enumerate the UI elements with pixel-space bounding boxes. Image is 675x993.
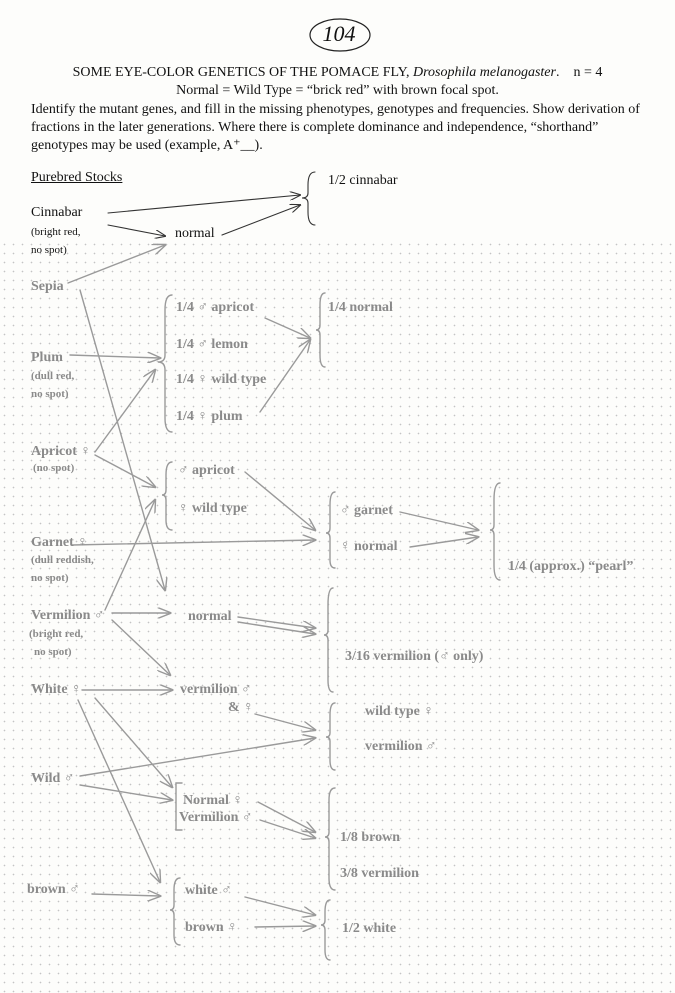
cross3-f1: ♀ wild type	[178, 501, 247, 516]
stock-vermilion: Vermilion ♂	[31, 608, 105, 623]
cross4-f2: 3/16 vermilion (♂ only)	[345, 649, 484, 664]
stock-cinnabar: Cinnabar	[31, 205, 83, 220]
cross2-f2: 1/4 normal	[328, 300, 393, 315]
cross3-f1: ♂ apricot	[178, 463, 235, 478]
chromosome-number: n = 4	[573, 65, 603, 80]
section-heading: Purebred Stocks	[31, 170, 123, 185]
cross6-f1: Vermilion ♂	[179, 810, 253, 825]
cross2-f1: 1/4 ♀ wild type	[176, 372, 267, 387]
title-suffix: .	[555, 65, 560, 80]
title-text: SOME EYE-COLOR GENETICS OF THE POMACE FL…	[72, 65, 413, 80]
page-number: 104	[322, 21, 356, 46]
document-subtitle: Normal = Wild Type = “brick red” with br…	[176, 83, 499, 98]
cross7-f2: 1/2 white	[342, 921, 397, 936]
cross3-f2: ♀ normal	[340, 539, 398, 554]
stock-garnet-desc: (dull reddish,	[31, 554, 94, 566]
stock-garnet: Garnet ♀	[31, 535, 88, 550]
title-species: Drosophila melanogaster	[412, 65, 556, 80]
stock-apricot: Apricot ♀	[31, 444, 91, 459]
cross6-f1: Normal ♀	[183, 793, 243, 808]
stock-cinnabar-desc: (bright red,	[31, 226, 81, 238]
cross5-f1: vermilion ♂	[180, 682, 252, 697]
cross6-f2: 3/8 vermilion	[340, 866, 419, 881]
cross4-f1: normal	[188, 609, 232, 624]
stock-sepia: Sepia	[31, 279, 64, 294]
stock-vermilion-desc: no spot)	[34, 646, 72, 658]
cross2-f1: 1/4 ♂ apricot	[176, 300, 255, 315]
cross3-f2: ♂ garnet	[340, 503, 393, 518]
cross2-f1: 1/4 ♀ plum	[176, 409, 243, 424]
stock-vermilion-desc: (bright red,	[29, 628, 84, 640]
cross5-f1: & ♀	[228, 700, 254, 715]
document-title: SOME EYE-COLOR GENETICS OF THE POMACE FL…	[0, 64, 675, 81]
stock-garnet-desc: no spot)	[31, 572, 69, 584]
cross6-f2: 1/8 brown	[340, 830, 401, 845]
stock-plum: Plum	[31, 350, 63, 365]
stock-apricot-desc: (no spot)	[33, 462, 75, 474]
instructions: Identify the mutant genes, and fill in t…	[31, 102, 640, 153]
graph-paper-background	[0, 240, 675, 993]
cross3-f3: 1/4 (approx.) “pearl”	[508, 559, 634, 574]
stock-plum-desc: (dull red,	[31, 370, 75, 382]
cross5-f2: wild type ♀	[365, 704, 434, 719]
cross1-f1: normal	[175, 226, 215, 241]
cross7-f1: white ♂	[185, 883, 232, 898]
stock-plum-desc: no spot)	[31, 388, 69, 400]
stock-cinnabar-desc: no spot)	[31, 244, 67, 256]
cross7-f1: brown ♀	[185, 920, 238, 935]
stock-brown: brown ♂	[27, 882, 80, 897]
page-number-circle	[309, 18, 371, 52]
cross1-f2: 1/2 cinnabar	[328, 173, 398, 188]
stock-white: White ♀	[31, 682, 82, 697]
cross5-f2: vermilion ♂	[365, 739, 437, 754]
cross2-f1: 1/4 ♂ lemon	[176, 337, 248, 352]
stock-wild: Wild ♂	[31, 771, 75, 786]
